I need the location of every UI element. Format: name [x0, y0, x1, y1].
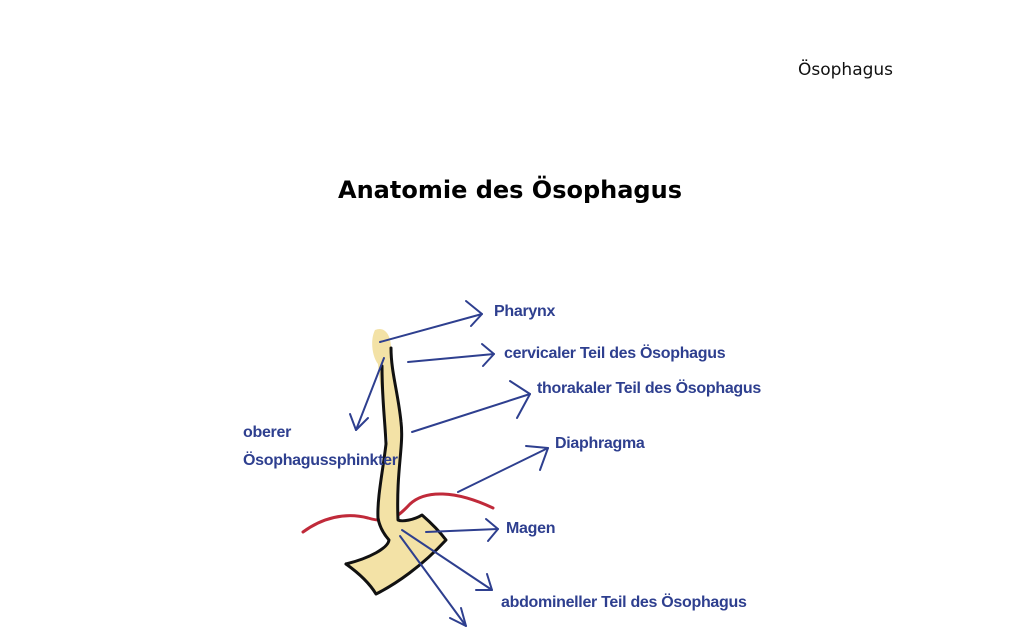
label-sphincter-line1: oberer — [243, 424, 291, 441]
label-abdominal: abdomineller Teil des Ösophagus — [501, 592, 747, 611]
arrow-pharynx — [379, 300, 483, 343]
esophagus-outline-left — [344, 364, 391, 566]
label-pharynx: Pharynx — [494, 303, 555, 320]
page-title: Anatomie des Ösophagus — [338, 176, 682, 204]
label-stomach: Magen — [506, 520, 555, 537]
label-diaphragm: Diaphragma — [555, 435, 645, 452]
label-cervical: cervicaler Teil des Ösophagus — [504, 343, 726, 362]
arrow-lower — [399, 535, 467, 627]
esophagus-shape — [346, 328, 446, 594]
esophagus-outline — [344, 346, 448, 596]
arrow-cervical — [407, 343, 495, 367]
arrow-abdominal — [401, 529, 493, 591]
header-label: Ösophagus — [798, 60, 894, 80]
arrow-stomach — [425, 518, 499, 542]
arrow-sphincter — [349, 357, 385, 431]
arrow-diaphragm — [457, 445, 549, 493]
arrow-thoracic — [411, 380, 531, 433]
label-sphincter-line2: Ösophagussphinkter — [243, 450, 398, 469]
label-thoracic: thorakaler Teil des Ösophagus — [537, 378, 761, 397]
